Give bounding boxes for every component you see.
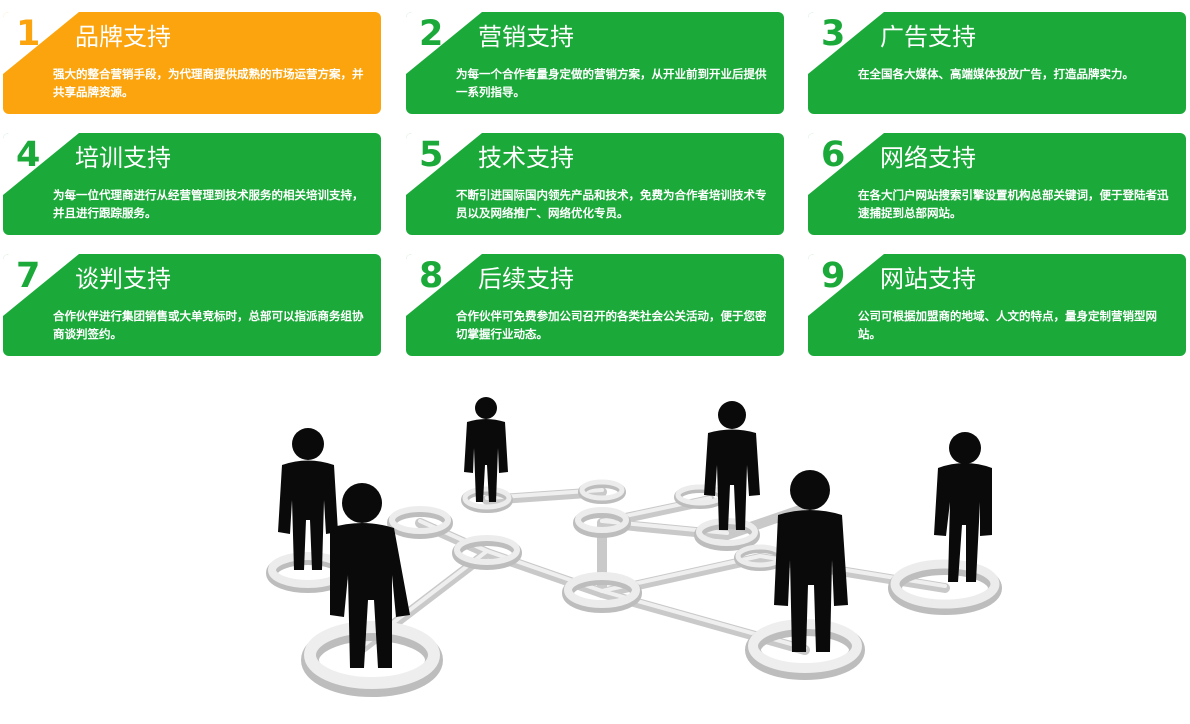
card-number: 2 <box>419 14 444 54</box>
card-website-support[interactable]: 9 网站支持 公司可根据加盟商的地域、人文的特点，量身定制营销型网站。 <box>808 254 1186 356</box>
card-description: 强大的整合营销手段，为代理商提供成熟的市场运营方案，并共享品牌资源。 <box>53 67 364 99</box>
card-number: 3 <box>821 14 846 54</box>
card-technical-support[interactable]: 5 技术支持 不断引进国际国内领先产品和技术，免费为合作者培训技术专员以及网络推… <box>406 133 784 235</box>
card-title: 技术支持 <box>478 144 574 172</box>
card-training-support[interactable]: 4 培训支持 为每一位代理商进行从经营管理到技术服务的相关培训支持，并且进行跟踪… <box>3 133 381 235</box>
card-description: 在全国各大媒体、高端媒体投放广告，打造品牌实力。 <box>858 67 1134 81</box>
card-description: 在各大门户网站搜索引擎设置机构总部关键词，便于登陆者迅速捕捉到总部网站。 <box>858 188 1169 220</box>
card-number: 9 <box>821 256 846 296</box>
card-title: 营销支持 <box>478 23 574 51</box>
card-corner <box>808 133 884 195</box>
card-description: 合作伙伴进行集团销售或大单竞标时，总部可以指派商务组协商谈判签约。 <box>53 309 364 341</box>
card-corner <box>808 12 884 74</box>
card-number: 4 <box>16 135 41 175</box>
card-description: 公司可根据加盟商的地域、人文的特点，量身定制营销型网站。 <box>858 309 1157 341</box>
card-corner <box>406 133 482 195</box>
support-grid: 1 品牌支持 强大的整合营销手段，为代理商提供成熟的市场运营方案，并共享品牌资源… <box>0 0 1190 360</box>
card-title: 广告支持 <box>880 23 976 51</box>
card-number: 5 <box>419 135 444 175</box>
card-title: 后续支持 <box>478 265 574 293</box>
card-title: 培训支持 <box>75 144 171 172</box>
card-number: 1 <box>16 14 41 54</box>
card-corner <box>3 254 79 316</box>
card-corner <box>3 133 79 195</box>
card-network-support[interactable]: 6 网络支持 在各大门户网站搜索引擎设置机构总部关键词，便于登陆者迅速捕捉到总部… <box>808 133 1186 235</box>
card-number: 7 <box>16 256 41 296</box>
card-negotiation-support[interactable]: 7 谈判支持 合作伙伴进行集团销售或大单竞标时，总部可以指派商务组协商谈判签约。 <box>3 254 381 356</box>
card-corner <box>3 12 79 74</box>
card-number: 6 <box>821 135 846 175</box>
card-title: 谈判支持 <box>75 265 171 293</box>
people-network-icon <box>266 397 1002 697</box>
card-number: 8 <box>419 256 444 296</box>
card-description: 为每一位代理商进行从经营管理到技术服务的相关培训支持，并且进行跟踪服务。 <box>53 188 364 220</box>
card-corner <box>406 12 482 74</box>
card-description: 合作伙伴可免费参加公司召开的各类社会公关活动，便于您密切掌握行业动态。 <box>456 309 767 341</box>
card-advertising-support[interactable]: 3 广告支持 在全国各大媒体、高端媒体投放广告，打造品牌实力。 <box>808 12 1186 114</box>
card-corner <box>808 254 884 316</box>
people-network-illustration <box>0 360 1190 720</box>
card-title: 网站支持 <box>880 265 976 293</box>
card-description: 为每一个合作者量身定做的营销方案，从开业前到开业后提供一系列指导。 <box>456 67 767 99</box>
card-followup-support[interactable]: 8 后续支持 合作伙伴可免费参加公司召开的各类社会公关活动，便于您密切掌握行业动… <box>406 254 784 356</box>
card-title: 网络支持 <box>880 144 976 172</box>
card-title: 品牌支持 <box>75 23 171 51</box>
card-brand-support[interactable]: 1 品牌支持 强大的整合营销手段，为代理商提供成熟的市场运营方案，并共享品牌资源… <box>3 12 381 114</box>
card-corner <box>406 254 482 316</box>
card-description: 不断引进国际国内领先产品和技术，免费为合作者培训技术专员以及网络推广、网络优化专… <box>456 188 767 220</box>
card-marketing-support[interactable]: 2 营销支持 为每一个合作者量身定做的营销方案，从开业前到开业后提供一系列指导。 <box>406 12 784 114</box>
